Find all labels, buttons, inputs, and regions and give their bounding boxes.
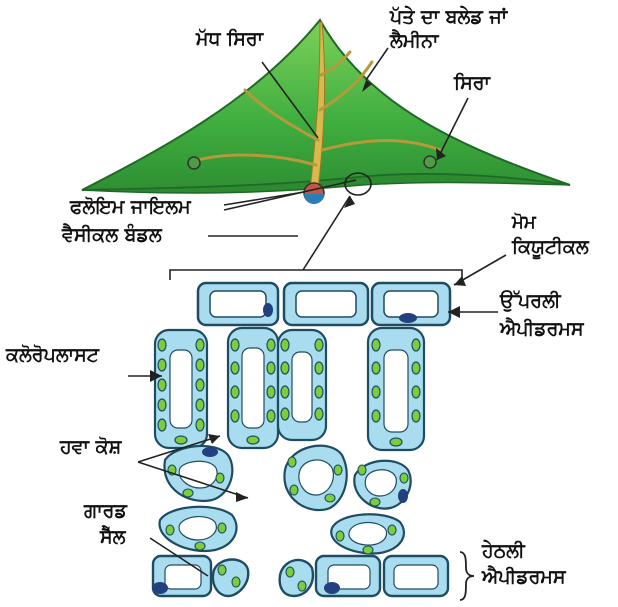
vascular-bundle-label: ਵੈਸੀਕਲ ਬੰਡਲ <box>62 224 162 246</box>
vein-bundle-left <box>188 157 200 169</box>
lower-epidermis-label-line2: ਐਪੀਡਰਮਸ <box>482 566 566 588</box>
cuticle-label-line1: ਮੋਮ <box>512 212 536 234</box>
leaf-blade <box>82 20 570 204</box>
cuticle-label-line2: ਕਿਯੂਟੀਕਲ <box>512 236 589 258</box>
vein-label: ਸਿਰਾ <box>454 72 490 94</box>
lower-epidermis-brace <box>460 552 474 600</box>
vein-bundle-right <box>424 156 436 168</box>
chloroplast-label: ਕਲੋਰੋਪਲਾਸਟ <box>6 344 99 366</box>
upper-epidermis-label-line1: ਉੱਪਰਲੀ <box>500 290 561 312</box>
upper-epidermis-label-line2: ਐਪੀਡਰਮਸ <box>500 318 584 340</box>
upper-epidermis-cells <box>198 283 450 325</box>
lower-epidermis-label-line1: ਹੇਠਲੀ <box>482 540 525 562</box>
leaf-blade-label-line2: ਲੈਮੀਨਾ <box>390 30 438 52</box>
guard-cell-label-line1: ਗਾਰਡ <box>84 500 127 522</box>
midrib-label: ਮੱਧ ਸਿਰਾ <box>196 28 263 50</box>
xylem-half <box>304 194 324 204</box>
air-space-label: ਹਵਾ ਕੋਸ਼ <box>60 436 121 458</box>
leaf-blade-label-line1: ਪੱਤੇ ਦਾ ਬਲੇਡ ਜਾਂ <box>390 6 507 28</box>
phloem-xylem-label: ਫਲੋਇਮ ਜਾਇਲਮ <box>70 196 191 218</box>
zoom-connector <box>170 196 462 280</box>
guard-cell-label-line2: ਸੈੱਲ <box>100 526 126 548</box>
